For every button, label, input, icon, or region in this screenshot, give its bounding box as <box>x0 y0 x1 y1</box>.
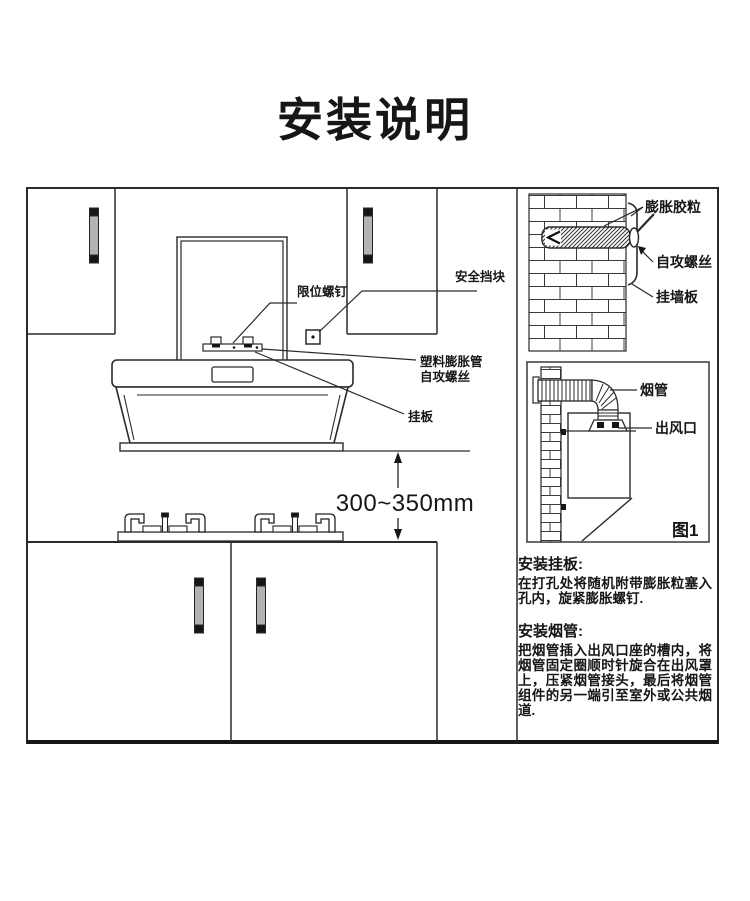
burner-left <box>125 513 205 532</box>
kitchen-scene <box>27 188 477 742</box>
chimney-panel <box>176 236 288 362</box>
gas-cooktop <box>27 513 437 543</box>
install-bracket-heading: 安装挂板: <box>518 556 583 573</box>
figure-frame <box>26 187 719 744</box>
install-bracket-body: 在打孔处将随机附带膨胀粒塞入孔内，旋紧膨胀螺钉. <box>518 576 712 606</box>
expansion-plug <box>541 226 631 249</box>
detail-duct-figure <box>526 361 710 543</box>
label-smoke-pipe: 烟管 <box>640 382 668 398</box>
burner-right <box>255 513 335 532</box>
cabinet-handle <box>89 207 99 264</box>
cabinet-handle <box>363 207 373 264</box>
cabinet-handle <box>194 577 204 634</box>
label-hanging-plate: 挂板 <box>408 409 434 424</box>
wall-cabinet-left <box>27 188 116 335</box>
screw-head <box>628 213 655 248</box>
label-expansion-plug: 膨胀胶粒 <box>645 199 701 215</box>
smoke-duct <box>532 376 629 432</box>
leader-lines <box>610 389 652 429</box>
base-cabinet <box>230 542 438 742</box>
install-duct-body: 把烟管插入出风口座的槽内，将烟管固定圈顺时针旋合在出风罩上，压紧烟管接头，最后将… <box>518 643 712 718</box>
label-air-outlet: 出风口 <box>655 420 697 436</box>
cabinet-handle <box>256 577 266 634</box>
figure-caption: 图1 <box>672 521 698 540</box>
instructions-panel: 安装挂板: 在打孔处将随机附带膨胀粒塞入孔内，旋紧膨胀螺钉. 安装烟管: 把烟管… <box>518 553 712 732</box>
hood-display <box>211 366 254 383</box>
label-safety-block: 安全挡块 <box>455 269 506 284</box>
range-hood <box>111 359 354 452</box>
page-title: 安装说明 <box>277 94 473 146</box>
label-limit-screw: 限位螺钉 <box>297 284 348 299</box>
mounting-bracket <box>202 336 263 352</box>
install-bracket-section: 安装挂板: 在打孔处将随机附带膨胀粒塞入孔内，旋紧膨胀螺钉. <box>518 553 712 606</box>
leader-lines <box>232 290 477 415</box>
label-self-tapping-screw: 自攻螺丝 <box>420 369 471 384</box>
air-outlet-collar <box>587 419 629 432</box>
label-wall-plate: 挂墙板 <box>656 289 699 305</box>
leader-lines <box>603 206 654 298</box>
install-duct-heading: 安装烟管: <box>518 623 583 640</box>
wall-cabinet-right <box>346 188 438 335</box>
brick-column <box>540 366 562 543</box>
label-self-tapping-screw-detail: 自攻螺丝 <box>656 254 712 270</box>
safety-block <box>305 329 321 345</box>
label-plastic-expansion-tube: 塑料膨胀管 <box>420 354 483 369</box>
install-duct-section: 安装烟管: 把烟管插入出风口座的槽内，将烟管固定圈顺时针旋合在出风罩上，压紧烟管… <box>518 620 712 718</box>
detail-wall-anchor-figure <box>528 193 655 352</box>
dimension-value: 300~350mm <box>336 490 475 517</box>
dimension-annotation <box>343 450 470 540</box>
